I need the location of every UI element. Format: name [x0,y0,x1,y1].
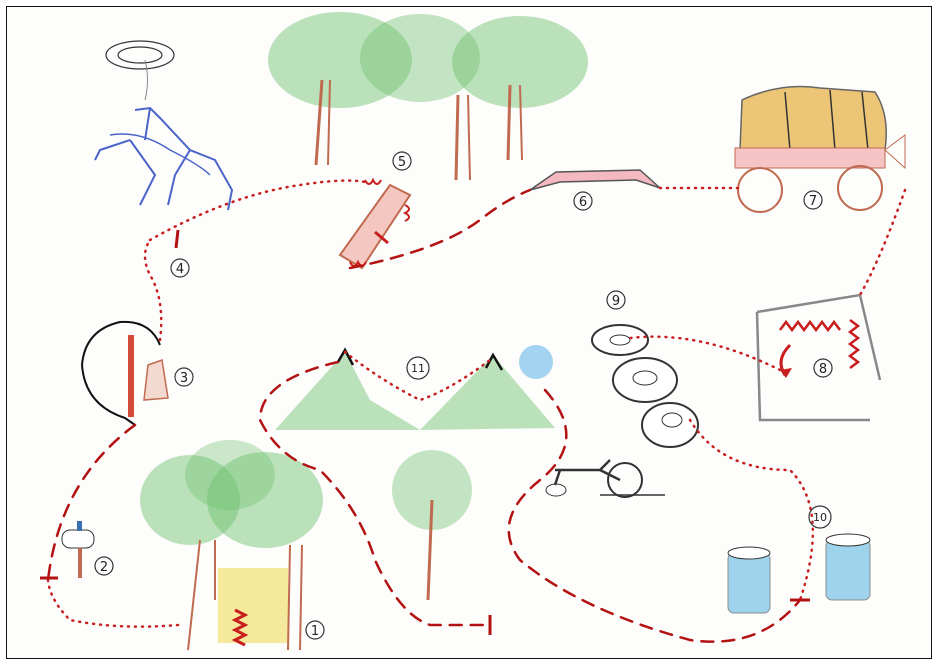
station-1-label: 1 [306,621,324,639]
svg-text:9: 9 [612,294,620,309]
station-6-label: 6 [574,192,592,210]
tree-with-spring-icon [140,440,323,650]
station-5-label: 5 [393,152,411,170]
ball-icon [519,345,553,379]
station-11-label: 11 [407,357,429,379]
mailbox-icon [62,521,94,578]
ramp-icon [530,170,660,190]
station-9-label: 9 [607,291,625,309]
station-2-label: 2 [95,557,113,575]
station-3-label: 3 [175,368,193,386]
bicycle-icon [546,460,665,497]
station-10-label: 10 [809,506,831,528]
horse-rider-icon [95,41,232,210]
svg-text:7: 7 [809,194,817,209]
svg-text:11: 11 [411,362,425,375]
station-7-label: 7 [804,191,822,209]
svg-text:6: 6 [579,195,587,210]
svg-text:1: 1 [311,624,319,639]
log-spring-icon [340,180,410,268]
spring-frame-icon [757,295,880,420]
svg-text:4: 4 [176,262,184,277]
svg-text:10: 10 [813,511,827,524]
top-trees-icon [268,12,588,180]
middle-tree-icon [392,450,472,600]
svg-text:5: 5 [398,155,406,170]
station-8-label: 8 [814,359,832,377]
svg-text:8: 8 [819,362,827,377]
tire-stack-icon [592,325,698,447]
covered-wagon-icon [735,87,905,213]
svg-text:3: 3 [180,371,188,386]
lasso-bag-icon [82,322,168,425]
svg-text:2: 2 [100,560,108,575]
station-4-label: 4 [171,259,189,277]
